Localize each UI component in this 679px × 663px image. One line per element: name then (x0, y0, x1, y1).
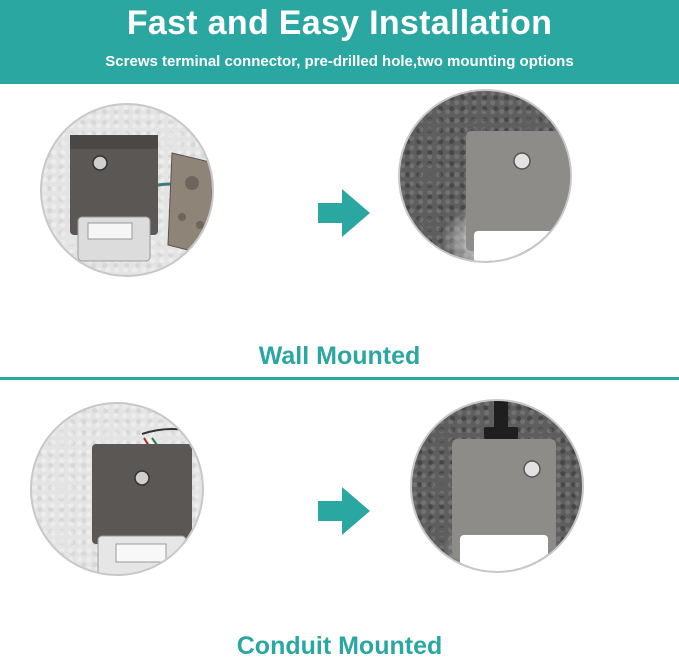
wall-pack-light-icon (92, 428, 202, 574)
page-subtitle: Screws terminal connector, pre-drilled h… (105, 53, 574, 70)
wall-pack-light-icon (466, 131, 570, 261)
conduit-mounted-label: Conduit Mounted (236, 632, 443, 660)
wall-pack-light-icon (452, 439, 556, 571)
wall-mounted-label: Wall Mounted (258, 342, 421, 370)
wall-mount-lit-circle (398, 89, 572, 263)
header-banner: Fast and Easy Installation Screws termin… (0, 0, 679, 84)
section-divider (0, 377, 679, 380)
conduit-lit-circle (410, 399, 584, 573)
conduit-pipe-icon (484, 401, 518, 439)
mounting-plate-icon (167, 152, 212, 256)
wall-pack-light-icon (70, 135, 183, 262)
conduit-install-circle (30, 402, 204, 576)
wall-mount-install-circle (40, 103, 214, 277)
page-title: Fast and Easy Installation (126, 4, 553, 42)
